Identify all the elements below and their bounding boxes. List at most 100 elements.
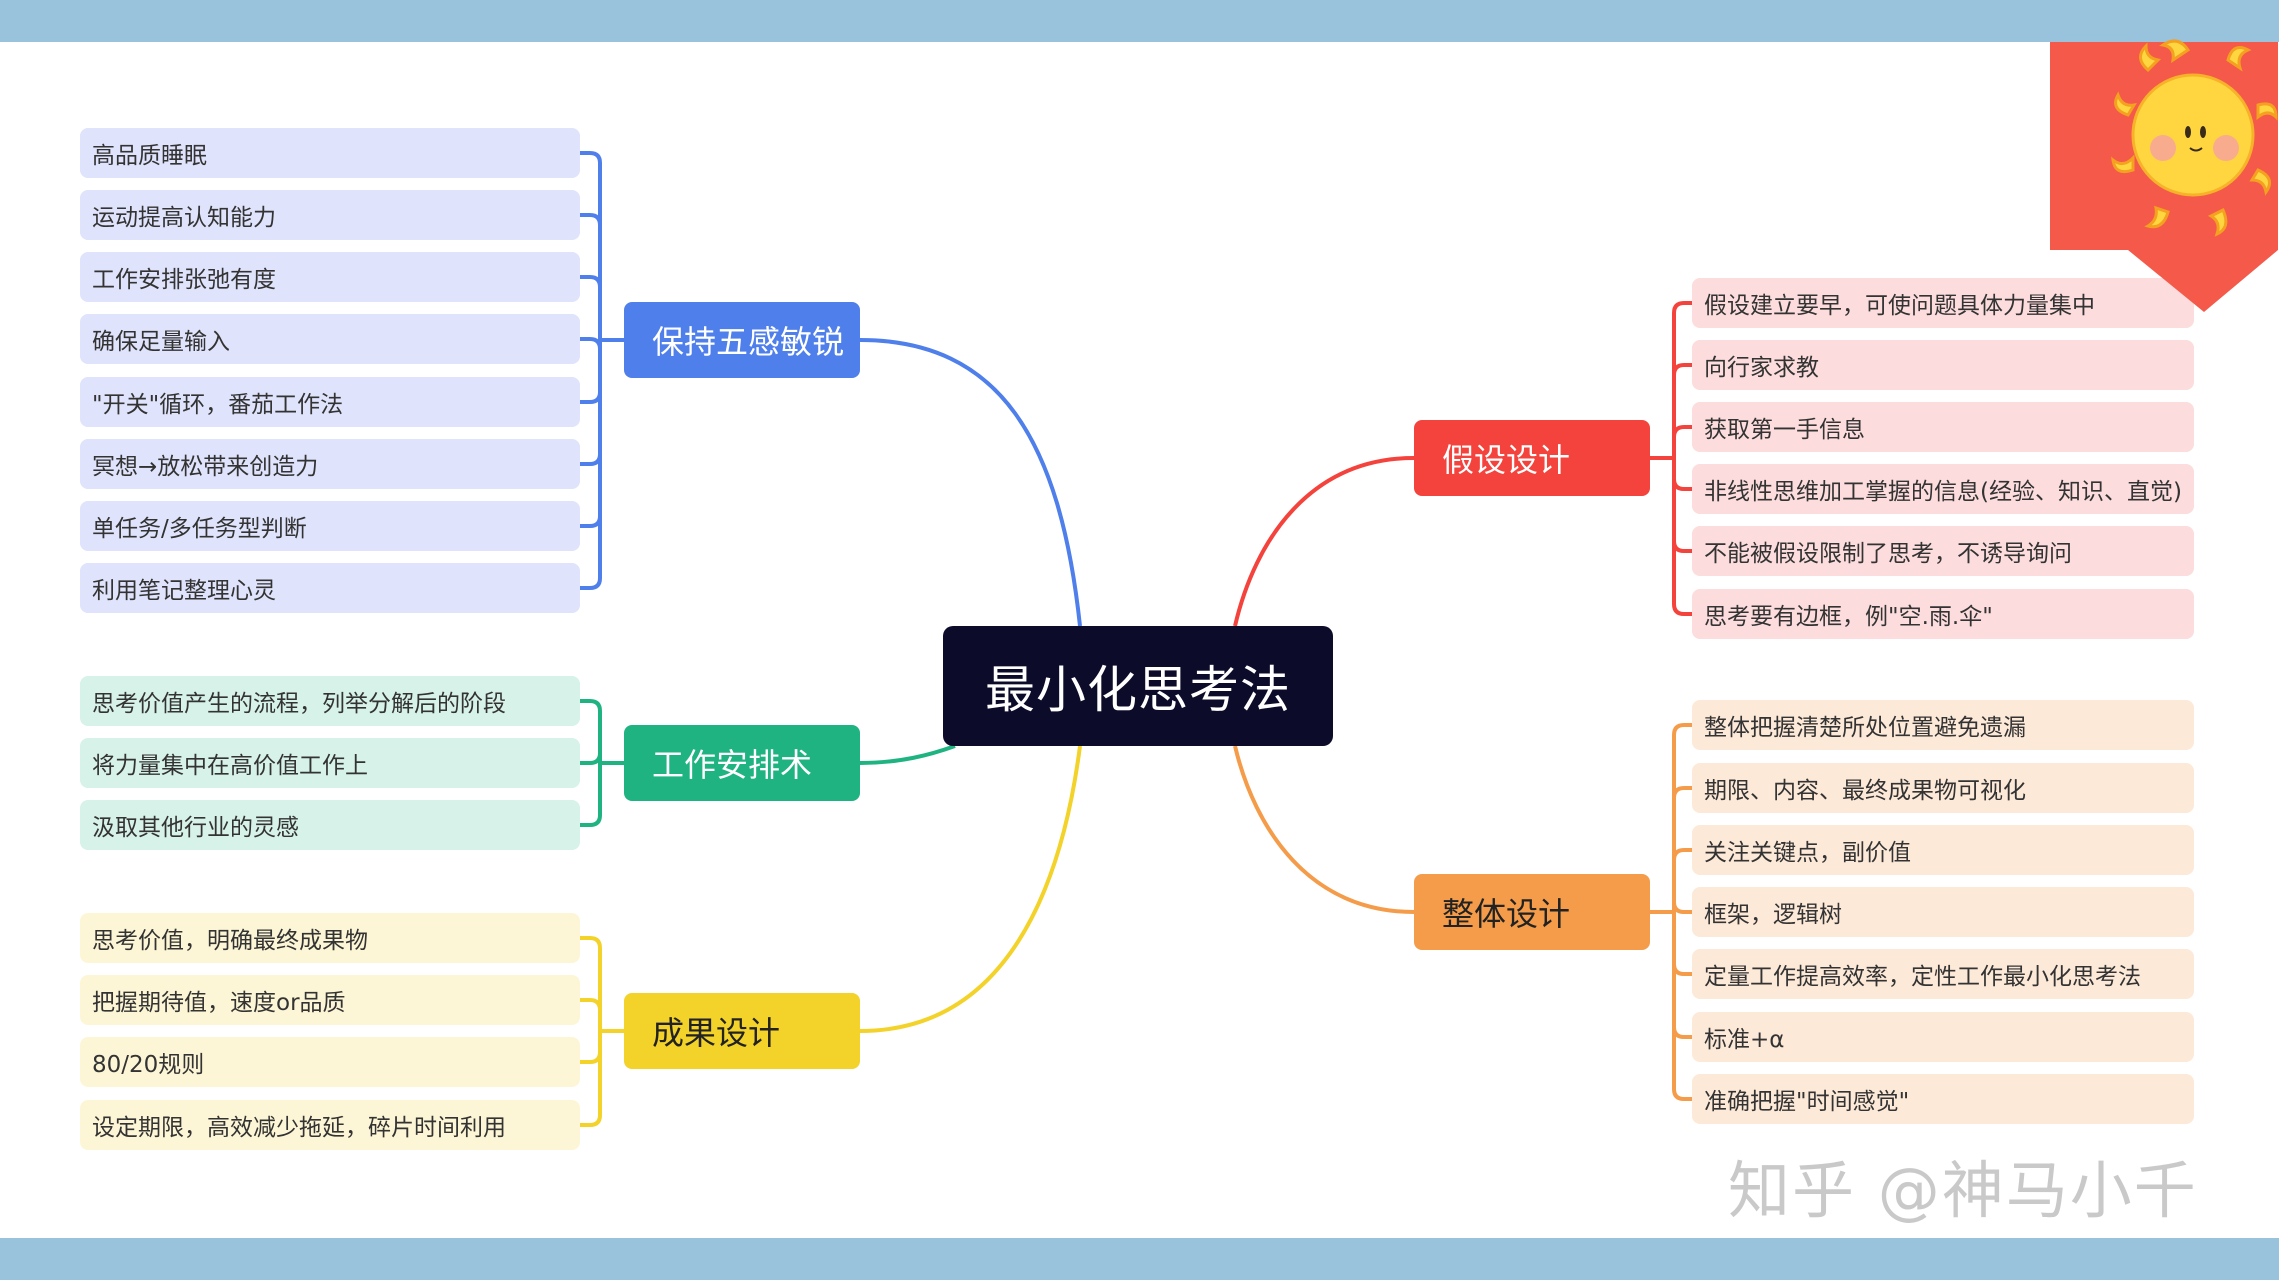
leaf-work-2[interactable]: 汲取其他行业的灵感	[80, 800, 580, 850]
leaf-label: 标准+α	[1704, 1027, 1785, 1053]
bracket-work-1	[580, 752, 602, 765]
bracket-senses-7	[580, 340, 602, 590]
leaf-label: 定量工作提高效率，定性工作最小化思考法	[1704, 964, 2141, 990]
leaf-overall-2[interactable]: 关注关键点，副价值	[1692, 825, 2194, 875]
leaf-senses-6[interactable]: 单任务/多任务型判断	[80, 501, 580, 551]
leaf-work-0[interactable]: 思考价值产生的流程，列举分解后的阶段	[80, 676, 580, 726]
leaf-overall-3[interactable]: 框架，逻辑树	[1692, 887, 2194, 937]
sun-face-icon	[2050, 39, 2278, 312]
leaf-label: 整体把握清楚所处位置避免遗漏	[1704, 715, 2026, 741]
leaf-overall-1[interactable]: 期限、内容、最终成果物可视化	[1692, 763, 2194, 813]
bracket-senses-1	[580, 213, 602, 340]
leaf-label: 关注关键点，副价值	[1704, 840, 1911, 866]
leaf-result-1[interactable]: 把握期待值，速度or品质	[80, 975, 580, 1025]
branch-label: 假设设计	[1442, 441, 1571, 479]
leaf-label: 不能被假设限制了思考，不诱导询问	[1704, 541, 2072, 567]
leaf-senses-4[interactable]: "开关"循环，番茄工作法	[80, 377, 580, 427]
leaf-result-2[interactable]: 80/20规则	[80, 1037, 580, 1087]
bracket-senses-4	[580, 340, 602, 404]
leaf-label: 思考要有边框，例"空.雨.伞"	[1704, 604, 1993, 630]
bracket-result-1	[580, 998, 602, 1031]
leaf-hypothesis-3[interactable]: 非线性思维加工掌握的信息(经验、知识、直觉)	[1692, 464, 2194, 514]
leaf-label: 非线性思维加工掌握的信息(经验、知识、直觉)	[1704, 479, 2182, 505]
branch-senses[interactable]: 保持五感敏锐	[624, 302, 860, 378]
bracket-overall-1	[1672, 786, 1692, 912]
leaf-label: 确保足量输入	[92, 329, 230, 355]
bracket-overall-3	[1672, 901, 1692, 914]
branch-hypothesis[interactable]: 假设设计	[1414, 420, 1650, 496]
leaf-senses-3[interactable]: 确保足量输入	[80, 314, 580, 364]
leaf-overall-6[interactable]: 准确把握"时间感觉"	[1692, 1074, 2194, 1124]
leaf-label: 高品质睡眠	[92, 143, 207, 169]
bracket-hypothesis-3	[1672, 458, 1692, 491]
bracket-overall-0	[1672, 723, 1692, 912]
top-band	[0, 0, 2279, 42]
leaf-work-1[interactable]: 将力量集中在高价值工作上	[80, 738, 580, 788]
leaf-overall-0[interactable]: 整体把握清楚所处位置避免遗漏	[1692, 700, 2194, 750]
bracket-hypothesis-4	[1672, 458, 1692, 553]
link-root-result	[859, 745, 1082, 1033]
bracket-hypothesis-5	[1672, 458, 1692, 616]
leaf-senses-0[interactable]: 高品质睡眠	[80, 128, 580, 178]
bracket-result-2	[580, 1031, 602, 1064]
leaf-hypothesis-0[interactable]: 假设建立要早，可使问题具体力量集中	[1692, 278, 2194, 328]
bracket-senses-2	[580, 275, 602, 340]
watermark: 知乎 @神马小千	[1728, 1154, 2198, 1227]
bracket-overall-6	[1672, 912, 1692, 1101]
leaf-label: 把握期待值，速度or品质	[92, 990, 346, 1016]
root-node[interactable]: 最小化思考法	[943, 626, 1333, 746]
leaf-label: 利用笔记整理心灵	[92, 578, 276, 604]
leaf-label: 将力量集中在高价值工作上	[92, 753, 368, 779]
bracket-hypothesis-2	[1672, 425, 1692, 458]
bracket-work-0	[580, 699, 602, 763]
bracket-overall-4	[1672, 912, 1692, 976]
leaf-label: 期限、内容、最终成果物可视化	[1704, 778, 2026, 804]
leaf-label: "开关"循环，番茄工作法	[92, 392, 344, 418]
leaf-label: 冥想→放松带来创造力	[92, 454, 319, 480]
branch-label: 工作安排术	[652, 746, 813, 784]
link-root-senses	[859, 338, 1082, 627]
leaf-label: 框架，逻辑树	[1704, 902, 1842, 928]
leaf-senses-1[interactable]: 运动提高认知能力	[80, 190, 580, 240]
leaf-hypothesis-4[interactable]: 不能被假设限制了思考，不诱导询问	[1692, 526, 2194, 576]
leaf-senses-2[interactable]: 工作安排张弛有度	[80, 252, 580, 302]
bracket-senses-0	[580, 151, 602, 340]
leaf-hypothesis-1[interactable]: 向行家求教	[1692, 340, 2194, 390]
leaf-label: 单任务/多任务型判断	[92, 516, 307, 542]
bracket-work-2	[580, 763, 602, 827]
link-root-hypothesis	[1233, 456, 1415, 627]
branch-overall[interactable]: 整体设计	[1414, 874, 1650, 950]
branch-result[interactable]: 成果设计	[624, 993, 860, 1069]
branch-label: 保持五感敏锐	[652, 323, 845, 361]
leaf-label: 运动提高认知能力	[92, 205, 276, 231]
link-root-work	[859, 744, 956, 765]
leaf-senses-7[interactable]: 利用笔记整理心灵	[80, 563, 580, 613]
leaf-result-0[interactable]: 思考价值，明确最终成果物	[80, 913, 580, 963]
branch-work[interactable]: 工作安排术	[624, 725, 860, 801]
bracket-hypothesis-0	[1672, 301, 1692, 458]
bracket-hypothesis-1	[1672, 363, 1692, 458]
leaf-overall-4[interactable]: 定量工作提高效率，定性工作最小化思考法	[1692, 949, 2194, 999]
leaf-label: 向行家求教	[1704, 355, 1819, 381]
link-root-overall	[1233, 745, 1415, 914]
root-label: 最小化思考法	[985, 661, 1291, 719]
leaf-senses-5[interactable]: 冥想→放松带来创造力	[80, 439, 580, 489]
leaf-hypothesis-5[interactable]: 思考要有边框，例"空.雨.伞"	[1692, 589, 2194, 639]
leaf-label: 设定期限，高效减少拖延，碎片时间利用	[92, 1115, 506, 1141]
bracket-result-3	[580, 1031, 602, 1127]
leaf-label: 获取第一手信息	[1704, 417, 1865, 443]
branch-label: 整体设计	[1442, 895, 1571, 933]
branch-label: 成果设计	[652, 1014, 781, 1052]
leaf-label: 80/20规则	[92, 1052, 205, 1078]
bottom-band	[0, 1238, 2279, 1280]
bracket-senses-3	[580, 337, 602, 350]
leaf-label: 思考价值，明确最终成果物	[92, 928, 368, 954]
leaf-result-3[interactable]: 设定期限，高效减少拖延，碎片时间利用	[80, 1100, 580, 1150]
leaf-label: 汲取其他行业的灵感	[92, 815, 299, 841]
leaf-label: 工作安排张弛有度	[92, 267, 276, 293]
leaf-label: 思考价值产生的流程，列举分解后的阶段	[92, 691, 506, 717]
leaf-overall-5[interactable]: 标准+α	[1692, 1012, 2194, 1062]
leaf-hypothesis-2[interactable]: 获取第一手信息	[1692, 402, 2194, 452]
leaf-label: 假设建立要早，可使问题具体力量集中	[1704, 293, 2095, 319]
